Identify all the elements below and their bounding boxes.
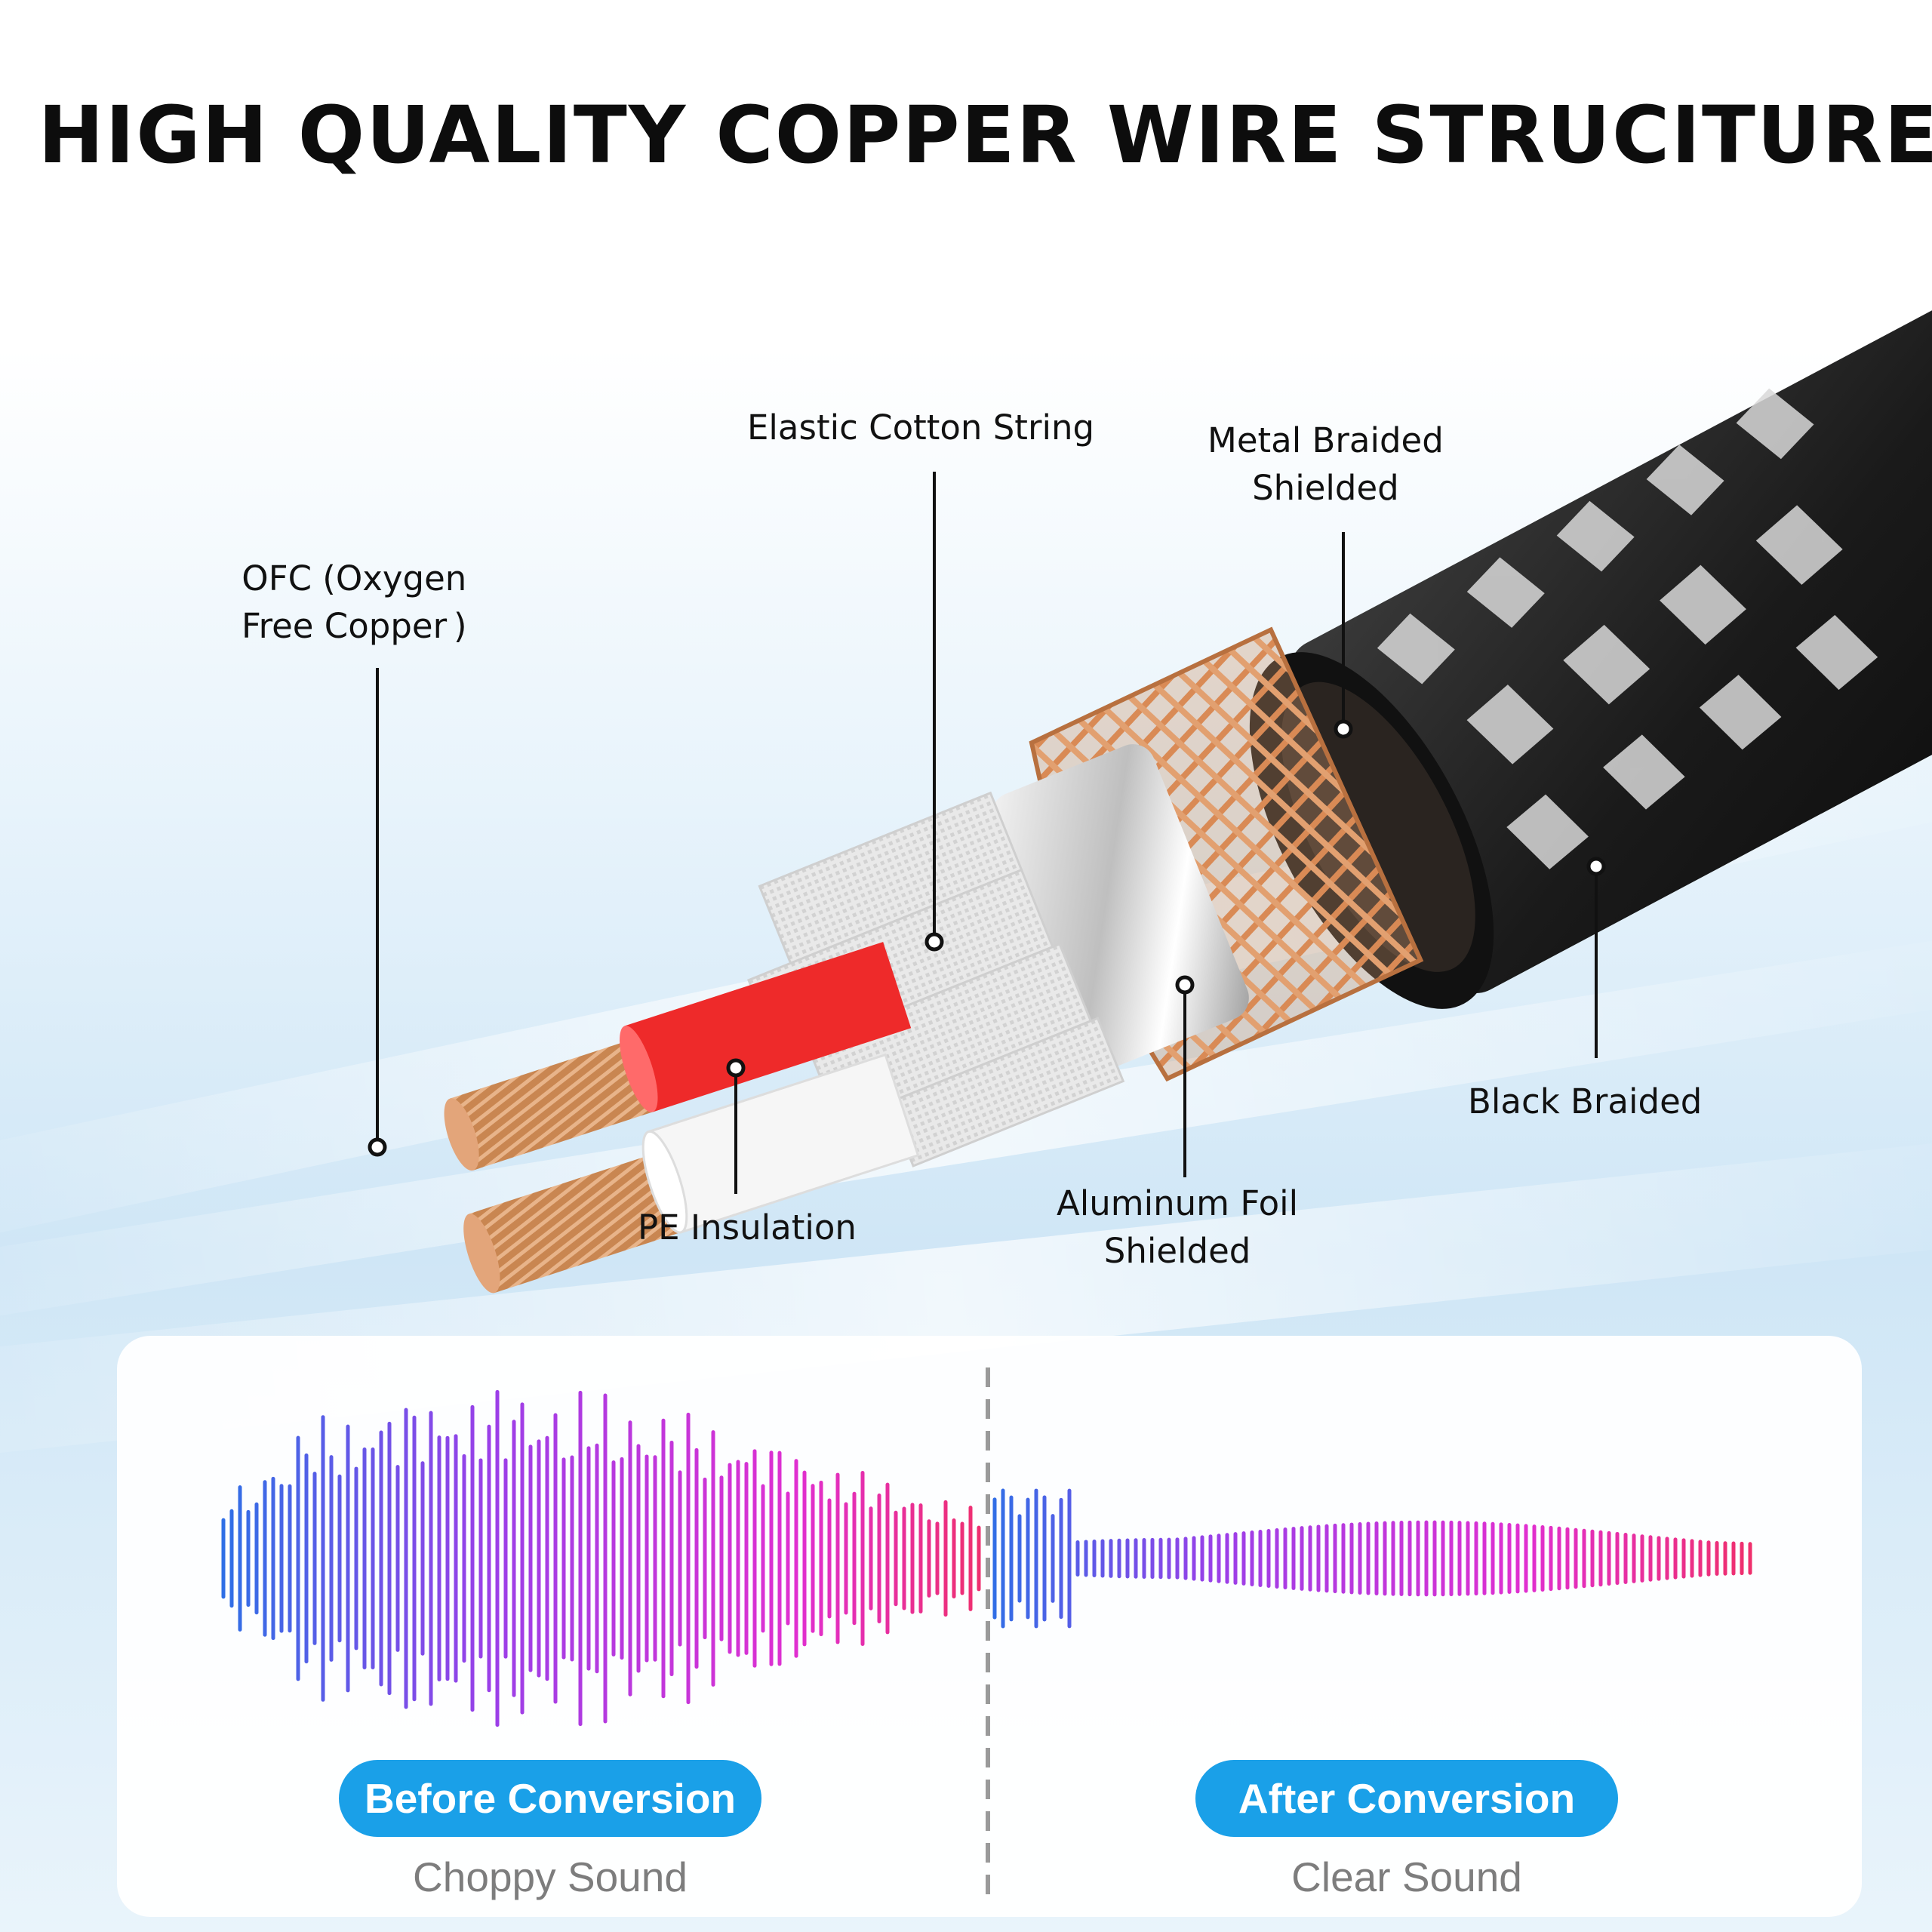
aluminum-marker xyxy=(1175,975,1195,995)
callout-black-braided: Black Braided xyxy=(1468,1078,1702,1125)
callout-metal-braided: Metal Braided Shielded xyxy=(1208,417,1444,512)
callout-aluminum-foil: Aluminum Foil Shielded xyxy=(1057,1180,1298,1275)
pe-marker xyxy=(726,1058,746,1078)
clear-waveform xyxy=(992,1488,1752,1629)
callout-elastic-cotton: Elastic Cotton String xyxy=(747,404,1094,451)
callout-pe-insulation: PE Insulation xyxy=(638,1204,857,1251)
callout-ofc-line-1: OFC (Oxygen xyxy=(242,558,467,598)
after-conversion-badge: After Conversion xyxy=(1195,1760,1618,1837)
callout-metal-line-2: Shielded xyxy=(1252,468,1399,508)
callout-elastic-line-1: Elastic Cotton String xyxy=(747,408,1095,448)
callout-aluminum-line-1: Aluminum Foil xyxy=(1057,1183,1299,1223)
callout-aluminum-line-2: Shielded xyxy=(1103,1231,1251,1271)
before-conversion-badge: Before Conversion xyxy=(339,1760,761,1837)
callout-pe-line-1: PE Insulation xyxy=(638,1208,857,1247)
elastic-marker xyxy=(924,932,944,952)
callout-black-line-1: Black Braided xyxy=(1468,1081,1703,1121)
ofc-marker xyxy=(368,1137,387,1157)
before-caption: Choppy Sound xyxy=(413,1854,688,1900)
black-marker xyxy=(1586,857,1606,876)
callout-ofc-line-2: Free Copper ) xyxy=(242,606,467,646)
choppy-waveform xyxy=(221,1389,981,1727)
callout-ofc: OFC (Oxygen Free Copper ) xyxy=(242,555,467,650)
metal-marker xyxy=(1334,719,1353,739)
callout-metal-line-1: Metal Braided xyxy=(1208,420,1444,460)
page-title: HIGH QUALITY COPPER WIRE STRUCITURE xyxy=(38,89,1932,181)
after-caption: Clear Sound xyxy=(1291,1854,1522,1900)
